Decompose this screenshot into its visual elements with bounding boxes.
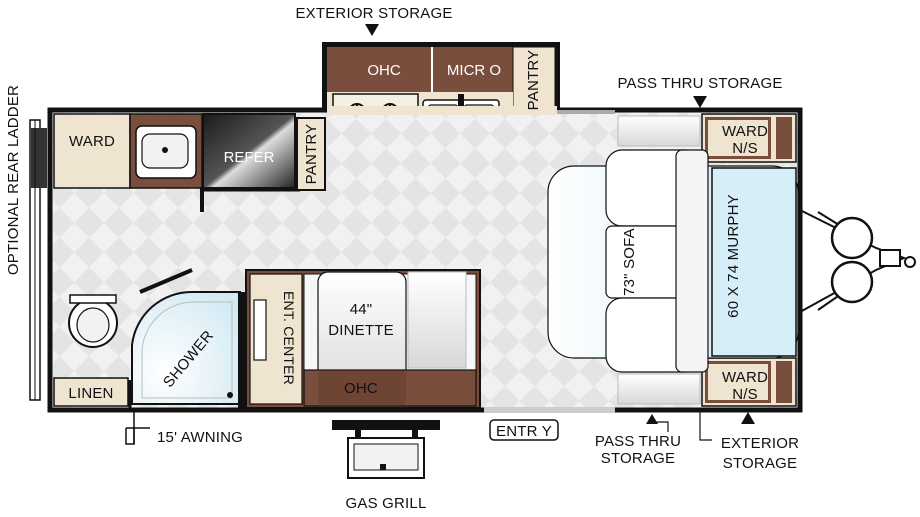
pantry-top-label: PANTRY [525, 50, 542, 111]
ohc-top-label: OHC [367, 62, 401, 79]
wardrobe-ns-top-label-1: WARD [722, 123, 768, 140]
front-wardrobes [617, 113, 797, 407]
trailer-hitch [799, 209, 916, 313]
dinette-size-label: 44" [350, 301, 373, 318]
murphy-bed-label: 60 X 74 MURPHY [725, 194, 742, 318]
entry-label: ENTR Y [496, 423, 552, 440]
pass-thru-storage-top-label: PASS THRU STORAGE [617, 75, 782, 92]
wardrobe-ns-top-label-2: N/S [732, 140, 758, 157]
exterior-storage-bottom-label-1: EXTERIOR [721, 435, 799, 452]
bathroom [53, 268, 246, 408]
optional-ladder-label: OPTIONAL REAR LADDER [5, 85, 22, 275]
sofa-label: 73" SOFA [621, 228, 638, 296]
pantry-label: PANTRY [303, 124, 320, 185]
arrow-down-icon [693, 96, 707, 108]
pass-thru-bottom-label-1: PASS THRU [595, 433, 681, 450]
arrow-down-icon [365, 24, 379, 36]
gas-grill-label: GAS GRILL [346, 495, 427, 512]
dinette-area [245, 269, 481, 409]
dinette-label: DINETTE [328, 322, 394, 339]
awning-label: 15' AWNING [157, 429, 243, 446]
refrigerator-label: REFER [224, 149, 275, 166]
entry-door [489, 419, 559, 441]
rear-top-cabinets [53, 113, 326, 212]
sofa-murphy-bed [547, 149, 799, 373]
linen-label: LINEN [68, 385, 113, 402]
gas-grill [332, 420, 440, 479]
ent-center-label: ENT. CENTER [281, 291, 297, 385]
storage-arrows [365, 24, 755, 424]
rear-ladder [29, 119, 47, 401]
wardrobe-ns-bottom-label-1: WARD [722, 369, 768, 386]
exterior-storage-top-label: EXTERIOR STORAGE [295, 5, 452, 22]
wardrobe-label: WARD [69, 133, 115, 150]
arrow-up-icon [646, 414, 658, 424]
wardrobe-ns-bottom-label-2: N/S [732, 386, 758, 403]
arrow-up-icon [741, 412, 755, 424]
ohc-bottom-label: OHC [344, 380, 378, 397]
microwave-label: MICR O [447, 62, 501, 79]
exterior-storage-bottom-label-2: STORAGE [723, 455, 797, 472]
pass-thru-bottom-label-2: STORAGE [601, 450, 675, 467]
